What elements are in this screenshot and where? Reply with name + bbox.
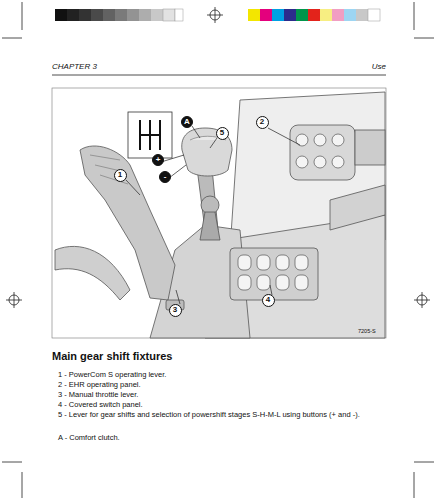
- list-item: 5 - Lever for gear shifts and selection …: [58, 410, 369, 419]
- list-item: A - Comfort clutch.: [58, 433, 120, 442]
- callout-number: 2: [260, 118, 264, 126]
- callout-circle: A: [181, 116, 193, 128]
- callout-circle: 2: [256, 116, 269, 129]
- callout-circle: -: [159, 171, 171, 183]
- callout-circle: 4: [262, 294, 275, 307]
- callout-number: 5: [220, 129, 224, 137]
- callout-circle: 5: [216, 127, 229, 140]
- callout-circle: 3: [169, 304, 182, 317]
- cab-drawing: [55, 92, 385, 338]
- callout-number: -: [164, 173, 167, 181]
- list-item: 4 - Covered switch panel.: [58, 400, 143, 409]
- list-item: 1 - PowerCom S operating lever.: [58, 370, 166, 379]
- list-item: 2 - EHR operating panel.: [58, 380, 141, 389]
- callout-number: A: [184, 118, 190, 126]
- callout-number: 1: [118, 171, 122, 179]
- chapter-header: CHAPTER 3: [52, 62, 97, 71]
- switch-knobs: [238, 134, 344, 290]
- callout-number: 3: [173, 306, 177, 314]
- figure-code: 7205-S: [358, 328, 376, 335]
- callout-number: 4: [266, 296, 270, 304]
- section-heading: Main gear shift fixtures: [52, 350, 172, 363]
- callout-number: +: [156, 156, 161, 164]
- callout-circle: +: [152, 154, 164, 166]
- list-item: 3 - Manual throttle lever.: [58, 390, 138, 399]
- callout-circle: 1: [114, 169, 127, 182]
- section-header: Use: [372, 62, 386, 71]
